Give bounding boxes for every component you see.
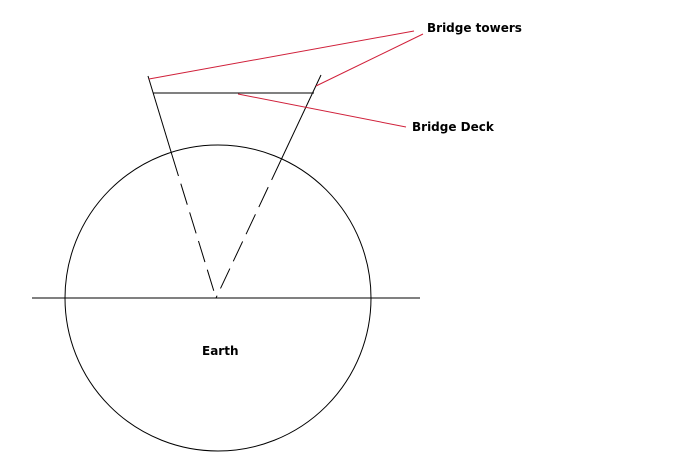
bridge-deck-label: Bridge Deck xyxy=(412,120,494,134)
towers-pointer-right xyxy=(315,33,424,87)
bridge-towers-label: Bridge towers xyxy=(427,21,522,35)
towers-pointer-left xyxy=(148,30,415,80)
left-tower-dashed-extension xyxy=(171,154,217,299)
deck-pointer xyxy=(237,93,407,128)
left-tower xyxy=(147,75,173,156)
right-tower xyxy=(280,74,322,161)
earth-label: Earth xyxy=(202,344,239,358)
right-tower-dashed-extension xyxy=(215,159,282,299)
